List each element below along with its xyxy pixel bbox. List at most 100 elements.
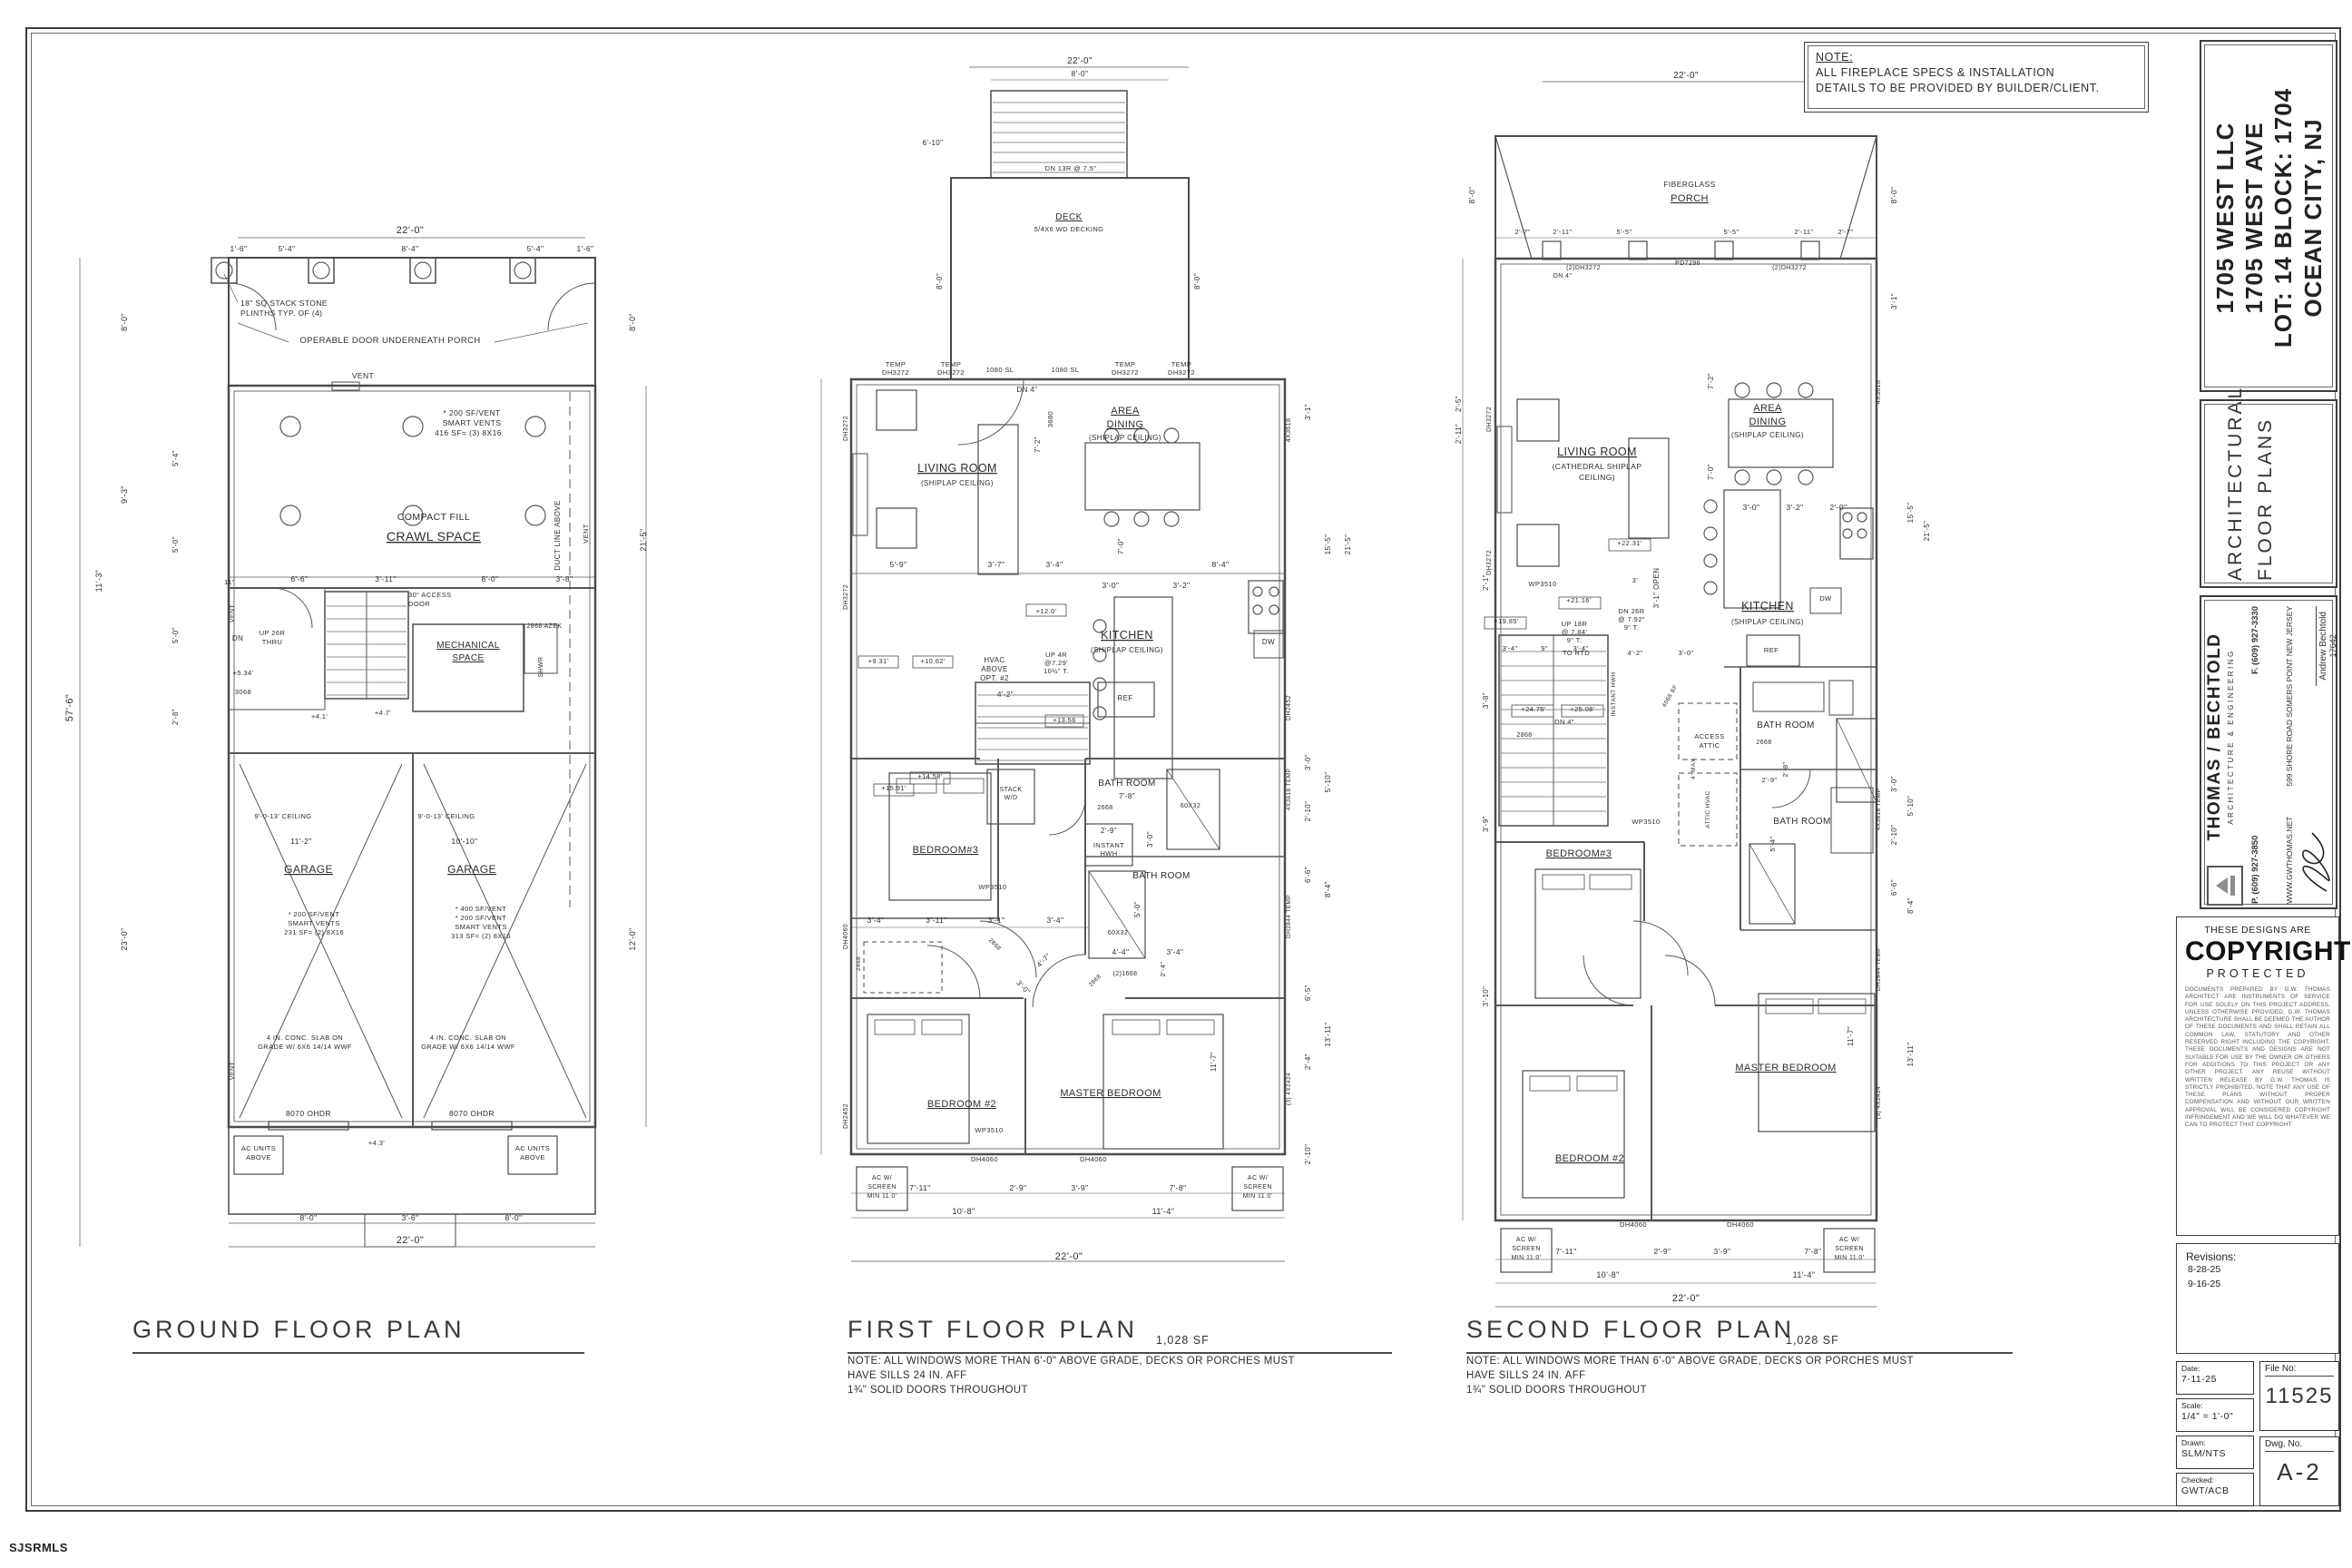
wall-rect	[1044, 714, 1084, 728]
plan-label: DUCT LINE ABOVE	[554, 500, 562, 570]
plan-label: 8'-0"	[628, 313, 637, 331]
plan-label: BEDROOM#3	[1546, 848, 1612, 859]
wall-rect	[874, 1019, 916, 1035]
wall-line	[1494, 135, 1533, 260]
plan-label: 9" T.	[1624, 623, 1640, 632]
plan-label: 10'-10"	[451, 837, 477, 846]
plan-label: * 200 SF/VENT	[456, 914, 506, 922]
plan-label: 4 IN. CONC. SLAB ON	[267, 1034, 343, 1042]
plan-label: DH3272	[1112, 368, 1139, 377]
copyright-heading: THESE DESIGNS ARE	[2204, 925, 2311, 936]
wall-rect	[867, 1014, 970, 1144]
plan-label: 4X3618 TEMP	[1876, 789, 1882, 831]
plan-label: DN 4"	[1553, 273, 1573, 279]
plan-label: TO RTD	[1563, 649, 1590, 657]
plan-label: ATTIC	[1699, 741, 1720, 750]
architect-signature-block: Andrew Bechtold 17642	[2296, 606, 2337, 904]
plan-label: DH3272	[882, 368, 909, 377]
plan-label: SMART VENTS	[455, 923, 506, 931]
plan-label: 22'-0"	[1067, 56, 1093, 66]
plan-label: (CATHEDRAL SHIPLAP	[1553, 462, 1642, 471]
plan-label: 9" T.	[1567, 636, 1583, 644]
plan-label: WP3510	[1528, 580, 1556, 588]
plan-label: PD7296	[1675, 260, 1700, 267]
plan-label: 1080 SL	[1052, 366, 1080, 374]
plan-label: 6'-6"	[291, 574, 309, 583]
plan-label: +4.1'	[311, 712, 328, 720]
plan-label: KITCHEN	[1101, 629, 1153, 642]
plan-label: +4.7'	[375, 709, 391, 717]
door-arc	[979, 920, 1037, 978]
pier-circle	[1703, 581, 1718, 595]
wall-rect	[849, 377, 1287, 1156]
plan-label: 7'-2"	[1034, 436, 1042, 453]
plan-label: OPT. #2	[980, 674, 1009, 682]
plan-label: 2668	[1756, 740, 1771, 746]
plan-label: 3'-0"	[1679, 649, 1694, 657]
wall-line	[237, 322, 289, 343]
date-value: 7-11-25	[2181, 1374, 2217, 1385]
wall-rect	[1522, 1070, 1625, 1199]
plan-label: 3'-4"	[1503, 644, 1518, 652]
note-title: NOTE:	[1816, 51, 1854, 64]
ground-floor-plan-title: GROUND FLOOR PLAN	[132, 1316, 584, 1354]
mls-watermark: SJSRMLS	[9, 1541, 68, 1554]
pier-circle	[1103, 427, 1120, 444]
wall-rect	[1836, 718, 1877, 803]
plan-label: DN 26R	[1618, 607, 1644, 615]
wall-rect	[431, 1121, 513, 1131]
plan-label: DW	[1819, 594, 1832, 603]
plan-label: DH4060	[843, 924, 849, 949]
file-no-label: File No:	[2265, 1364, 2334, 1377]
plan-label: 1'-6"	[230, 244, 248, 253]
wall-rect	[856, 384, 1280, 1150]
plan-label: 2'-7"	[1838, 228, 1854, 236]
plan-label: 2'-10"	[1890, 825, 1898, 846]
plan-label: DN 4"	[1016, 386, 1037, 394]
plan-title-text: GROUND FLOOR PLAN	[132, 1316, 466, 1343]
pier-circle	[215, 261, 233, 279]
plan-label: DN	[232, 634, 243, 642]
plan-label: TEMP	[941, 360, 961, 368]
wall-rect	[1534, 868, 1642, 999]
note-line: NOTE: ALL WINDOWS MORE THAN 6'-0" ABOVE …	[848, 1356, 1295, 1367]
plan-label: DH3272	[937, 368, 965, 377]
plan-label: UP 26R	[260, 629, 286, 637]
plan-label: (2)DH3272	[1772, 265, 1807, 271]
pier-circle	[1734, 382, 1750, 398]
plan-label: +5.34'	[233, 669, 254, 677]
door-arc	[1771, 769, 1811, 808]
pier-circle	[1734, 469, 1750, 485]
wall-rect	[412, 623, 524, 712]
plan-label: GARAGE	[447, 863, 496, 876]
wall-rect	[1678, 702, 1738, 760]
plan-label: TEMP	[1171, 360, 1191, 368]
wall-line	[1166, 769, 1220, 850]
wall-rect	[876, 507, 917, 549]
plan-label: DH3272	[1486, 550, 1493, 575]
wall-rect	[1529, 1075, 1571, 1092]
wall-rect	[858, 655, 899, 669]
plan-label: 2'-0"	[1830, 503, 1847, 512]
plan-label: 2868	[1516, 732, 1532, 739]
pier-circle	[1163, 427, 1180, 444]
scale-label: Scale:	[2181, 1401, 2203, 1410]
dwg-no-cell: Dwg. No. A-2	[2259, 1436, 2339, 1506]
plan-label: DH2844 TEMP	[1876, 947, 1882, 991]
wall-rect	[1608, 538, 1651, 552]
wall-rect	[1628, 437, 1670, 539]
plan-label: BEDROOM #2	[927, 1099, 996, 1110]
plan-label: 3'-10"	[1482, 986, 1490, 1007]
plan-label: 3'-1" OPEN	[1652, 568, 1661, 609]
plan-label: 3'-0"	[1743, 503, 1760, 512]
door-arc	[271, 587, 313, 629]
plan-label: +13.56	[1053, 716, 1076, 724]
plan-label: @ 7.84'	[1562, 628, 1588, 636]
plan-label: VENT	[230, 1062, 236, 1081]
project-line: OCEAN CITY, NJ	[2298, 118, 2327, 318]
firm-logo-icon	[2215, 877, 2228, 894]
plan-label: DH3272	[1168, 368, 1195, 377]
plan-label: WP3510	[1632, 818, 1660, 826]
plan-label: DECK	[1055, 212, 1082, 222]
